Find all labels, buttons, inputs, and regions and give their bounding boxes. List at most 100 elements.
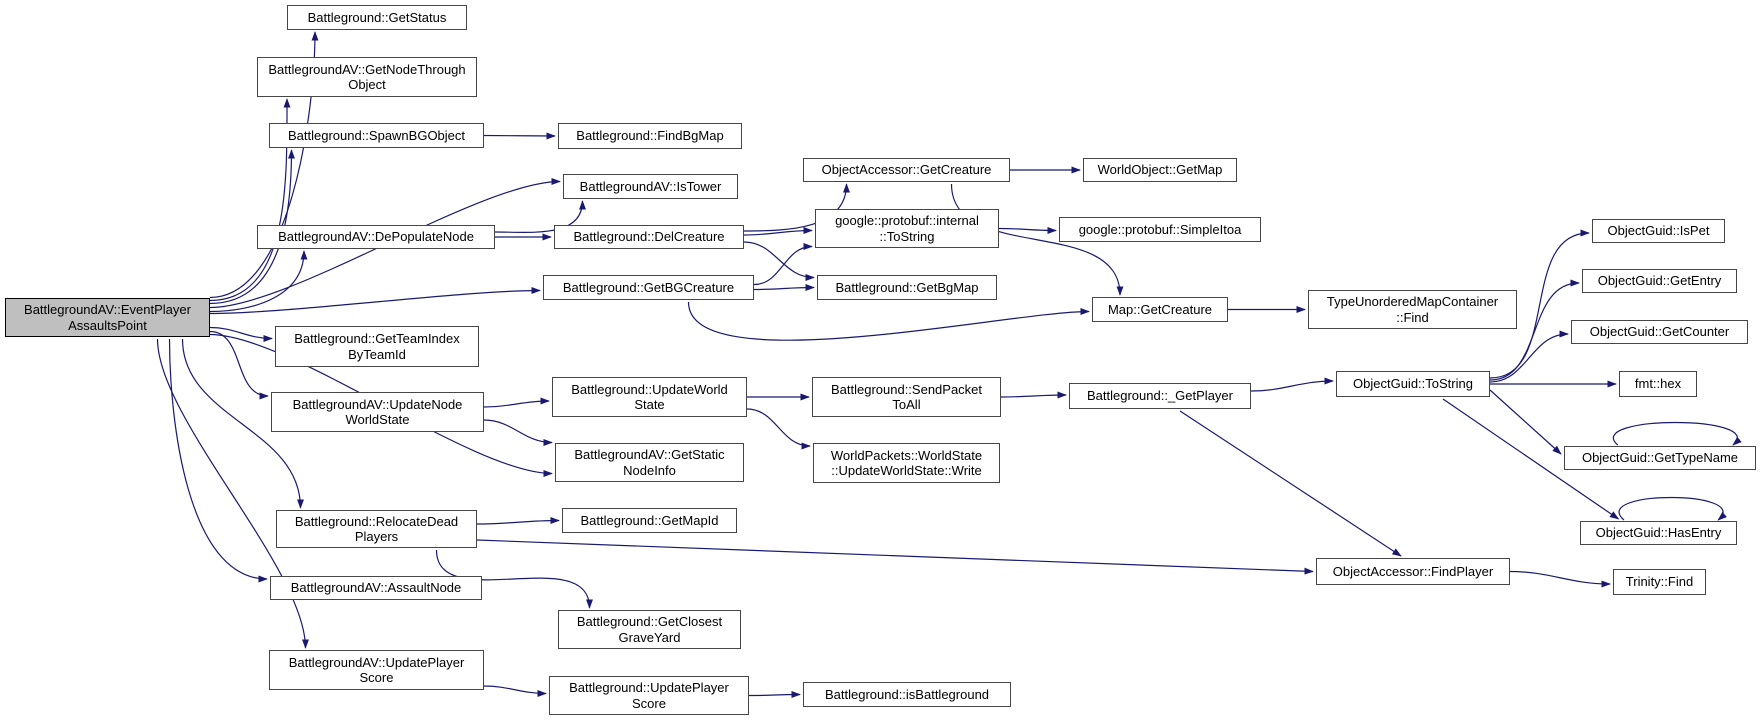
graph-node-map_get_creature[interactable]: Map::GetCreature <box>1092 297 1228 322</box>
graph-node-del_creature[interactable]: Battleground::DelCreature <box>554 225 744 249</box>
graph-node-get_map_id[interactable]: Battleground::GetMapId <box>562 508 737 533</box>
edge-main-assault_node <box>168 338 268 583</box>
graph-node-label: Battleground::GetStatus <box>307 9 447 25</box>
edge-get_bg_creature-get_bg_map <box>753 284 815 292</box>
graph-node-wo_get_map[interactable]: WorldObject::GetMap <box>1083 158 1237 182</box>
graph-node-get_bg_creature[interactable]: Battleground::GetBGCreature <box>543 275 754 300</box>
graph-node-label: WorldState <box>345 412 410 427</box>
graph-node-label: Trinity::Find <box>1625 574 1694 590</box>
graph-node-label: google::protobuf::internal <box>835 213 979 228</box>
edge-main-get_bg_creature <box>209 287 541 315</box>
graph-node-label: Battleground::SendPacket <box>830 381 983 397</box>
graph-node-label: Battleground::UpdateWorld <box>571 381 728 397</box>
graph-node-depopulate[interactable]: BattlegroundAV::DePopulateNode <box>257 225 495 249</box>
edge-relocate_dead-oa_findplayer <box>476 539 1314 575</box>
graph-node-find_bg_map[interactable]: Battleground::FindBgMap <box>558 123 742 149</box>
graph-node-assault_node[interactable]: BattlegroundAV::AssaultNode <box>270 576 482 600</box>
edge-update_node_ws-update_world_state <box>483 397 550 408</box>
graph-node-label: Battleground::GetBgMap <box>835 279 979 295</box>
edge-oa_findplayer-trinity_find <box>1509 570 1611 588</box>
graph-node-is_tower[interactable]: BattlegroundAV::IsTower <box>563 174 738 199</box>
graph-node-ws_write[interactable]: WorldPackets::WorldState::UpdateWorldSta… <box>813 443 1000 483</box>
graph-node-label: Battleground::GetTeamIndex <box>294 331 460 346</box>
edge-get_type_name-get_type_name <box>1613 421 1742 446</box>
graph-node-label: Battleground::UpdatePlayer <box>569 680 729 695</box>
graph-node-label: NodeInfo <box>623 462 676 478</box>
graph-node-label: GraveYard <box>618 629 681 645</box>
graph-node-label: ObjectGuid::IsPet <box>1607 223 1710 239</box>
graph-node-label: AssaultsPoint <box>68 317 147 333</box>
graph-node-label: WorldObject::GetMap <box>1097 162 1223 178</box>
graph-node-label: ::UpdateWorldState::Write <box>831 463 982 478</box>
edge-update_player_bg-is_battleground <box>748 691 801 699</box>
graph-node-oa_findplayer[interactable]: ObjectAccessor::FindPlayer <box>1316 558 1510 585</box>
graph-node-label: ObjectAccessor::FindPlayer <box>1332 563 1494 579</box>
graph-node-get_type_name[interactable]: ObjectGuid::GetTypeName <box>1564 446 1756 470</box>
graph-node-label: Map::GetCreature <box>1107 301 1213 317</box>
graph-node-simpleitoa[interactable]: google::protobuf::SimpleItoa <box>1059 217 1261 242</box>
graph-node-label: WorldPackets::WorldState <box>830 447 983 463</box>
graph-node-pb_tostring[interactable]: google::protobuf::internal::ToString <box>815 209 999 248</box>
graph-node-label: State <box>634 397 665 412</box>
graph-node-og_tostring[interactable]: ObjectGuid::ToString <box>1336 371 1490 397</box>
graph-node-fmt_hex[interactable]: fmt::hex <box>1619 371 1697 397</box>
graph-node-get_bg_map[interactable]: Battleground::GetBgMap <box>817 275 997 300</box>
graph-node-label: BattlegroundAV::GetStatic <box>574 447 725 462</box>
graph-node-label: Score <box>632 695 666 711</box>
edge-_get_player-og_tostring <box>1250 377 1334 392</box>
graph-node-label: Battleground::FindBgMap <box>576 128 724 144</box>
edge-get_bg_creature-pb_tostring <box>753 243 813 286</box>
graph-node-get_entry[interactable]: ObjectGuid::GetEntry <box>1582 269 1737 293</box>
graph-node-label: ::Find <box>1396 309 1429 325</box>
graph-node-is_pet[interactable]: ObjectGuid::IsPet <box>1592 219 1725 243</box>
graph-node-label: Battleground::_GetPlayer <box>1087 388 1233 404</box>
edge-update_player_av-update_player_bg <box>483 685 547 697</box>
graph-node-tumc_find[interactable]: TypeUnorderedMapContainer::Find <box>1308 290 1517 329</box>
graph-node-label: BattlegroundAV::IsTower <box>579 178 722 194</box>
edge-og_tostring-get_type_name <box>1489 389 1562 455</box>
graph-node-label: BattlegroundAV::UpdatePlayer <box>288 654 465 670</box>
edge-pb_tostring-simpleitoa <box>998 226 1057 234</box>
graph-node-label: ObjectGuid::ToString <box>1353 376 1473 392</box>
graph-node-label: ToAll <box>892 397 921 412</box>
edge-og_tostring-get_counter <box>1489 330 1569 383</box>
edge-has_entry-has_entry <box>1618 496 1727 521</box>
graph-node-label: fmt::hex <box>1634 376 1682 392</box>
graph-node-oa_get_creature[interactable]: ObjectAccessor::GetCreature <box>803 158 1010 182</box>
graph-node-get_status[interactable]: Battleground::GetStatus <box>287 5 467 30</box>
graph-node-get_counter[interactable]: ObjectGuid::GetCounter <box>1571 320 1748 344</box>
edge-update_world_state-ws_write <box>746 408 811 450</box>
graph-node-label: Battleground::SpawnBGObject <box>287 127 466 143</box>
edge-main-get_team_index <box>209 326 273 342</box>
edge-del_creature-pb_tostring <box>743 227 813 236</box>
graph-node-label: ObjectAccessor::GetCreature <box>821 162 992 178</box>
edge-get_bg_creature-map_get_creature <box>687 301 1090 341</box>
edge-del_creature-get_bg_map <box>743 241 815 281</box>
graph-node-label: ObjectGuid::GetTypeName <box>1581 450 1739 466</box>
graph-node-label: ObjectGuid::HasEntry <box>1595 525 1722 541</box>
graph-node-label: ObjectGuid::GetEntry <box>1597 273 1722 289</box>
graph-node-label: ObjectGuid::GetCounter <box>1589 324 1730 340</box>
graph-node-is_battleground[interactable]: Battleground::isBattleground <box>803 682 1011 707</box>
graph-node-_get_player[interactable]: Battleground::_GetPlayer <box>1069 383 1251 409</box>
graph-node-label: Battleground::GetMapId <box>580 512 719 528</box>
graph-node-has_entry[interactable]: ObjectGuid::HasEntry <box>1580 521 1737 545</box>
graph-node-spawn_bg[interactable]: Battleground::SpawnBGObject <box>269 123 484 148</box>
edge-main-update_player_av <box>156 338 309 649</box>
edge-update_node_ws-get_static_node <box>483 419 553 446</box>
edge-relocate_dead-get_map_id <box>476 517 560 525</box>
graph-node-trinity_find[interactable]: Trinity::Find <box>1613 569 1706 595</box>
graph-node-label: google::protobuf::SimpleItoa <box>1078 221 1242 237</box>
